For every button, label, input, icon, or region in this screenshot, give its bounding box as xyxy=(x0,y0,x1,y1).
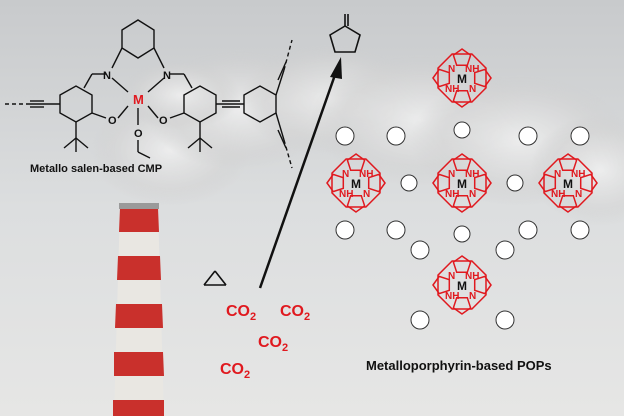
co2-molecule: CO2 xyxy=(220,361,250,381)
porphyrin-n: N xyxy=(554,169,561,180)
linker-node xyxy=(506,174,524,192)
porphyrin-nh: NH xyxy=(571,169,585,180)
porphyrin-unit: N NH NH NM xyxy=(538,153,598,213)
porphyrin-ring xyxy=(538,153,598,213)
salen-o-right: O xyxy=(159,115,168,127)
co2-base: CO xyxy=(280,303,304,320)
porphyrin-nh: NH xyxy=(359,169,373,180)
co2-molecule: CO2 xyxy=(280,303,310,323)
outer-linker-node xyxy=(386,220,406,240)
porphyrin-n: N xyxy=(469,189,476,200)
salen-o-ethoxy: O xyxy=(134,128,143,140)
smoke-cloud xyxy=(90,45,624,225)
porphyrin-n: N xyxy=(575,189,582,200)
porphyrin-nh: NH xyxy=(445,84,459,95)
porphyrin-nh: NH xyxy=(551,189,565,200)
porphyrin-ring xyxy=(432,48,492,108)
outer-linker-node xyxy=(495,310,515,330)
epoxide-icon xyxy=(203,270,227,286)
outer-linker-node xyxy=(410,310,430,330)
salen-cmp-label: Metallo salen-based CMP xyxy=(30,163,163,175)
co2-base: CO xyxy=(220,361,244,378)
salen-n-left: N xyxy=(103,70,111,82)
porphyrin-metal: M xyxy=(457,177,467,191)
salen-o-left: O xyxy=(108,115,117,127)
porphyrin-nh: NH xyxy=(465,169,479,180)
porphyrin-unit: N NH NH NM xyxy=(432,48,492,108)
porphyrin-n: N xyxy=(363,189,370,200)
co2-molecule: CO2 xyxy=(258,334,288,354)
porphyrin-unit: N NH NH NM xyxy=(326,153,386,213)
salen-metal: M xyxy=(133,92,144,107)
outer-linker-node xyxy=(570,220,590,240)
porphyrin-nh: NH xyxy=(339,189,353,200)
porphyrin-nh: NH xyxy=(445,189,459,200)
porphyrin-metal: M xyxy=(351,177,361,191)
linker-node xyxy=(400,174,418,192)
outer-linker-node xyxy=(570,126,590,146)
porphyrin-n: N xyxy=(448,271,455,282)
co2-sub: 2 xyxy=(282,342,289,355)
co2-sub: 2 xyxy=(304,311,311,324)
salen-n-right: N xyxy=(163,70,171,82)
porphyrin-metal: M xyxy=(457,72,467,86)
co2-molecule: CO2 xyxy=(226,303,256,323)
porphyrin-n: N xyxy=(469,84,476,95)
porphyrin-nh: NH xyxy=(465,64,479,75)
co2-sub: 2 xyxy=(250,311,257,324)
porphyrin-n: N xyxy=(469,291,476,302)
porphyrin-unit: N NH NH NM xyxy=(432,153,492,213)
outer-linker-node xyxy=(386,126,406,146)
salen-structure xyxy=(4,19,293,169)
outer-linker-node xyxy=(518,220,538,240)
co2-sub: 2 xyxy=(244,369,251,382)
porphyrin-n: N xyxy=(448,169,455,180)
outer-linker-node xyxy=(410,240,430,260)
porphyrin-ring xyxy=(326,153,386,213)
porphyrin-ring xyxy=(432,153,492,213)
outer-linker-node xyxy=(495,240,515,260)
porphyrin-n: N xyxy=(448,64,455,75)
porphyrin-n: N xyxy=(342,169,349,180)
porphyrin-nh: NH xyxy=(465,271,479,282)
porphyrin-metal: M xyxy=(457,279,467,293)
porphyrin-nh: NH xyxy=(445,291,459,302)
porphyrin-metal: M xyxy=(563,177,573,191)
porphyrin-ring xyxy=(432,255,492,315)
porphyrin-unit: N NH NH NM xyxy=(432,255,492,315)
outer-linker-node xyxy=(335,220,355,240)
outer-linker-node xyxy=(518,126,538,146)
porphyrin-pops-label: Metalloporphyrin-based POPs xyxy=(366,358,552,373)
salen-atoms: N N M O O O xyxy=(103,70,171,140)
co2-base: CO xyxy=(258,334,282,351)
linker-node xyxy=(453,121,471,139)
outer-linker-node xyxy=(335,126,355,146)
co2-base: CO xyxy=(226,303,250,320)
cyclic-carbonate-icon xyxy=(329,14,361,53)
reaction-arrow xyxy=(258,57,342,289)
chimney xyxy=(113,203,164,416)
linker-node xyxy=(453,225,471,243)
